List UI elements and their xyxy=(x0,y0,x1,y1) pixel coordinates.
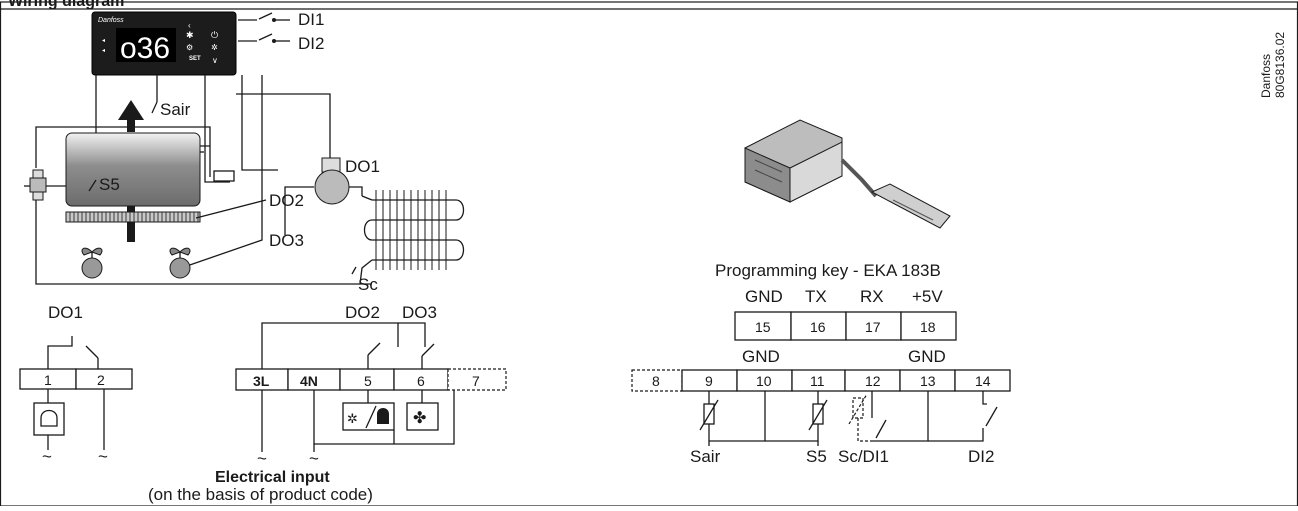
controller-display: o36 xyxy=(120,32,170,65)
svg-text:8: 8 xyxy=(652,373,660,389)
do2-terminal-label: DO2 xyxy=(345,303,380,322)
gear-icon: ⚙ xyxy=(186,43,193,52)
diagram-title: Wiring diagram xyxy=(8,0,124,10)
terminal-15 xyxy=(734,311,792,341)
status-icon: ◂ xyxy=(102,48,105,54)
svg-text:3L: 3L xyxy=(253,373,270,389)
power-terminal-block: DO2 DO3 3L 4N 5 6 7 ~ ~ ✲ ✤ xyxy=(148,303,507,504)
svg-text:10: 10 xyxy=(756,373,772,389)
svg-text:17: 17 xyxy=(865,319,881,335)
programming-key-label: Programming key - EKA 183B xyxy=(715,261,941,280)
gnd-label: GND xyxy=(908,347,946,366)
svg-text:15: 15 xyxy=(755,319,771,335)
corner-code-number: 80G8136.02 xyxy=(1273,32,1287,98)
svg-text:9: 9 xyxy=(705,373,713,389)
do3-label: DO3 xyxy=(269,231,304,250)
svg-text:7: 7 xyxy=(472,373,480,389)
tilde-mark: ~ xyxy=(257,449,267,468)
svg-text:12: 12 xyxy=(865,373,881,389)
di1-switch xyxy=(238,12,290,22)
svg-text:GND: GND xyxy=(745,287,783,306)
controller-brand: Danfoss xyxy=(98,17,124,24)
up-arrow-icon: ‹ xyxy=(188,21,191,30)
fan-icon xyxy=(169,247,191,279)
corner-brand: Danfoss xyxy=(1259,54,1273,98)
fan-output-icon: ✤ xyxy=(406,402,439,431)
sair-label: Sair xyxy=(690,447,721,466)
do1-label: DO1 xyxy=(345,157,380,176)
sair-sensor-label: Sair xyxy=(160,100,191,119)
evaporator-coil xyxy=(65,211,201,223)
tilde-mark: ~ xyxy=(42,447,52,466)
tilde-mark: ~ xyxy=(309,449,319,468)
svg-text:18: 18 xyxy=(920,319,936,335)
svg-text:11: 11 xyxy=(810,373,825,389)
fan-icon: ✤ xyxy=(413,410,426,427)
expansion-valve-icon xyxy=(24,169,66,201)
relay-do1-label: DO1 xyxy=(48,303,83,322)
svg-text:4N: 4N xyxy=(300,373,318,389)
electrical-input-note: (on the basis of product code) xyxy=(148,485,373,504)
svg-text:13: 13 xyxy=(920,373,936,389)
programming-key-image xyxy=(744,119,951,229)
bell-icon xyxy=(377,408,389,424)
di2-switch xyxy=(238,33,290,43)
heater-element xyxy=(213,170,235,182)
defrost-icon: ✲ xyxy=(211,43,218,52)
terminal-16 xyxy=(790,311,847,341)
fan-icon xyxy=(81,247,103,279)
light-bulb-icon xyxy=(40,409,58,427)
key-terminal-block: GND TX RX +5V 15 16 17 18 xyxy=(734,287,957,341)
gnd-label: GND xyxy=(742,347,780,366)
tilde-mark: ~ xyxy=(98,447,108,466)
svg-text:+5V: +5V xyxy=(912,287,943,306)
s5-label: S5 xyxy=(806,447,827,466)
controller-unit: Danfoss o36 SET ✱ ⏻ ⚙ ✲ ∨ ‹ ◂ ◂ xyxy=(91,11,237,76)
svg-text:6: 6 xyxy=(417,373,425,389)
compressor-icon xyxy=(314,157,350,205)
controller-set-label: SET xyxy=(189,56,201,62)
sc-di1-label: Sc/DI1 xyxy=(838,447,889,466)
terminal-17 xyxy=(845,311,902,341)
relay-do1: DO1 1 2 ~ ~ xyxy=(19,303,133,466)
svg-text:5: 5 xyxy=(364,373,372,389)
svg-text:1: 1 xyxy=(44,372,52,388)
condenser-icon xyxy=(359,190,465,285)
snowflake-icon: ✱ xyxy=(186,30,194,40)
do3-terminal-label: DO3 xyxy=(402,303,437,322)
down-arrow-icon: ∨ xyxy=(212,56,218,65)
svg-text:2: 2 xyxy=(97,372,105,388)
defrost-icon: ✲ xyxy=(347,411,358,426)
power-icon: ⏻ xyxy=(211,30,218,40)
di2-label: DI2 xyxy=(298,34,324,53)
di1-label: DI1 xyxy=(298,10,324,29)
svg-text:16: 16 xyxy=(810,319,826,335)
status-icon: ◂ xyxy=(102,38,105,44)
svg-text:TX: TX xyxy=(805,287,827,306)
sensor-terminal-block: GND GND 8 9 10 11 12 13 14 xyxy=(631,347,1011,466)
do2-label: DO2 xyxy=(269,191,304,210)
evaporator-cabinet xyxy=(65,132,201,242)
svg-text:RX: RX xyxy=(860,287,884,306)
s5-sensor-label: S5 xyxy=(99,175,120,194)
terminal-18 xyxy=(900,311,957,341)
sc-sensor-label: Sc xyxy=(358,275,378,294)
corner-code: Danfoss 80G8136.02 xyxy=(1259,32,1287,98)
svg-text:14: 14 xyxy=(975,373,991,389)
electrical-input-title: Electrical input xyxy=(215,469,330,486)
defrost-alarm-icon: ✲ xyxy=(342,402,395,431)
di2-label: DI2 xyxy=(968,447,994,466)
terminal-7 xyxy=(447,368,507,391)
